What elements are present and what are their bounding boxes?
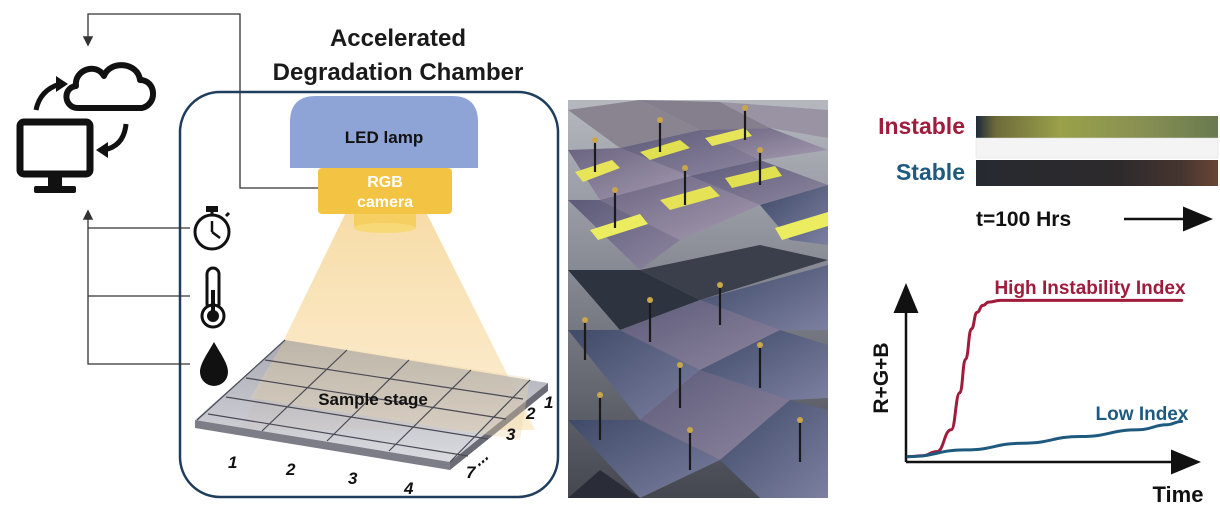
stopwatch-icon [193, 206, 231, 251]
stage-col-1: 1 [228, 453, 237, 472]
stage-row-2: 2 [525, 404, 536, 423]
monitor-icon [16, 118, 94, 193]
series-layer [906, 298, 1184, 459]
stage-col-2: 2 [285, 460, 296, 479]
rgb-camera [318, 168, 452, 214]
cloud-icon [63, 62, 156, 111]
stage-col-4: 4 [403, 479, 414, 498]
stable-label: Stable [896, 159, 965, 185]
droplet-icon [200, 342, 228, 386]
instable-strip [976, 116, 1218, 138]
led-lamp [290, 96, 478, 168]
color-strips: Instable Stable t=100 Hrs [878, 113, 1219, 232]
camera-label-line2: camera [357, 194, 413, 211]
instable-label: Instable [878, 113, 965, 139]
led-lamp-label: LED lamp [345, 128, 423, 147]
chamber-schematic: Accelerated Degradation Chamber [16, 13, 560, 499]
thermometer-icon [200, 266, 226, 329]
sync-arrows-icon [33, 76, 129, 158]
computer-cloud-group [16, 62, 156, 193]
x-axis-label: Time [1153, 482, 1204, 507]
rgb-sum-chart: R+G+B Time High Instability Index Low In… [870, 278, 1203, 507]
camera-label-line1: RGB [367, 174, 403, 191]
series-label-high: High Instability Index [994, 278, 1186, 299]
chamber-title-line1: Accelerated [330, 25, 466, 52]
stage-col-3: 3 [348, 469, 358, 488]
camera-data-line [82, 13, 318, 189]
stage-label: Sample stage [318, 390, 428, 409]
chamber-title-line2: Degradation Chamber [273, 59, 524, 86]
y-axis-label: R+G+B [870, 342, 893, 413]
time-label: t=100 Hrs [976, 208, 1071, 231]
stage-row-3: 3 [506, 425, 516, 444]
series-label-low: Low Index [1096, 404, 1189, 425]
sensor-line-humidity [82, 209, 190, 365]
stage-col-7: 7 [466, 463, 477, 482]
sample-photo [568, 100, 828, 498]
series-line-1 [906, 419, 1184, 459]
sample-stage: Sample stage [195, 339, 548, 470]
stage-row-1: 1 [544, 393, 553, 412]
series-line-0 [906, 298, 1184, 459]
stable-strip [976, 160, 1218, 186]
